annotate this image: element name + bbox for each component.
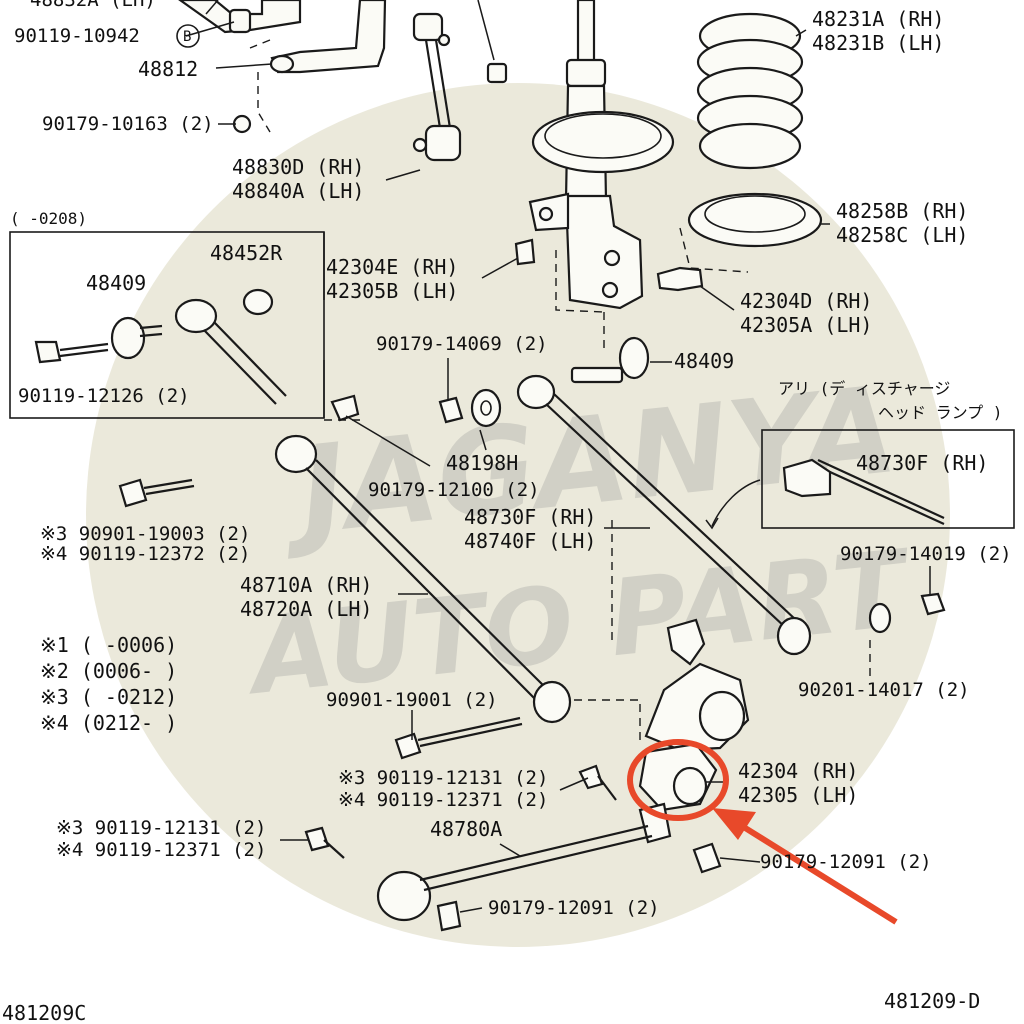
label-90179-10163: 90179-10163 (2) (42, 113, 214, 135)
label-48198H: 48198H (446, 451, 518, 475)
rear-arm-drawing (376, 824, 653, 932)
label-42305B: 42305B (LH) (326, 279, 458, 303)
ref-b-label: B (183, 29, 191, 45)
label-48740F: 48740F (LH) (464, 529, 596, 553)
label-48231B: 48231B (LH) (812, 31, 944, 55)
label-90179-12091-a: 90179-12091 (2) (760, 851, 932, 873)
label-note3: ※3 ( -0212) (40, 685, 177, 709)
inset-box-old-part (9, 231, 325, 419)
label-90179-14069: 90179-14069 (2) (376, 333, 548, 355)
label-note4: ※4 (0212- ) (40, 711, 177, 735)
leader-lines (185, 21, 931, 913)
label-90201-14017: 90201-14017 (2) (798, 679, 970, 701)
label-48812: 48812 (138, 57, 198, 81)
label-48452R: 48452R (210, 241, 283, 265)
highlight-arrow-head (712, 808, 756, 840)
label-90901-19001: 90901-19001 (2) (326, 689, 498, 711)
stabilizer-bar-drawing (178, 0, 387, 133)
spring-seat-drawing (679, 192, 823, 273)
label-90119-10942: 90119-10942 (14, 25, 140, 47)
label-90119-12131-b: ※3 90119-12131 (2) (56, 817, 266, 839)
label-42304E: 42304E (RH) (326, 255, 458, 279)
knuckle-drawing (304, 592, 946, 874)
label-inset-date: ( -0208) (10, 209, 87, 228)
label-90179-12091-b: 90179-12091 (2) (488, 897, 660, 919)
label-42304: 42304 (RH) (738, 759, 858, 783)
label-48710A: 48710A (RH) (240, 573, 372, 597)
label-90901-19003: ※3 90901-19003 (2) (40, 523, 250, 545)
label-48258C: 48258C (LH) (836, 223, 968, 247)
label-90119-12131-a: ※3 90119-12131 (2) (338, 767, 548, 789)
label-code-right: 481209-D (884, 989, 980, 1013)
ref-b-circle (176, 24, 200, 48)
inset-box-48730F (705, 429, 1015, 530)
label-48840A: 48840A (LH) (232, 179, 364, 203)
label-48258B: 48258B (RH) (836, 199, 968, 223)
label-note2: ※2 (0006- ) (40, 659, 177, 683)
guide-lines (324, 419, 871, 746)
label-48730F-inset: 48730F (RH) (856, 451, 988, 475)
strut-drawing (514, 0, 704, 350)
label-90119-12126: 90119-12126 (2) (18, 385, 190, 407)
label-jp-line2: ヘッド ランプ ) (878, 403, 1002, 422)
coil-spring-drawing (696, 12, 804, 170)
highlight-marker (627, 739, 898, 925)
highlight-circle (627, 739, 729, 821)
highlight-arrow-shaft (740, 823, 898, 925)
label-code-left: 481209C (2, 1001, 86, 1024)
label-90179-12100: 90179-12100 (2) (368, 479, 540, 501)
label-90119-12371-b: ※4 90119-12371 (2) (56, 839, 266, 861)
lower-arm-drawing (274, 434, 572, 724)
label-48730F: 48730F (RH) (464, 505, 596, 529)
label-42305: 42305 (LH) (738, 783, 858, 807)
upper-arm-drawing (516, 336, 812, 656)
label-48780A: 48780A (430, 817, 502, 841)
label-90119-12372: ※4 90119-12372 (2) (40, 543, 250, 565)
label-90179-14019: 90179-14019 (2) (840, 543, 1012, 565)
label-48720A: 48720A (LH) (240, 597, 372, 621)
label-48409: 48409 (674, 349, 734, 373)
washer-nut-drawing (118, 388, 502, 508)
bolt-drawing (394, 716, 523, 760)
label-48409-inset: 48409 (86, 271, 146, 295)
label-42304D: 42304D (RH) (740, 289, 872, 313)
label-note1: ※1 ( -0006) (40, 633, 177, 657)
label-jp-line1: アリ (デ ィスチャージ (778, 379, 950, 398)
label-90119-12371-a: ※4 90119-12371 (2) (338, 789, 548, 811)
label-48830D: 48830D (RH) (232, 155, 364, 179)
label-48231A: 48231A (RH) (812, 7, 944, 31)
label-48832A: 48832A (LH) (30, 0, 156, 11)
label-42305A: 42305A (LH) (740, 313, 872, 337)
